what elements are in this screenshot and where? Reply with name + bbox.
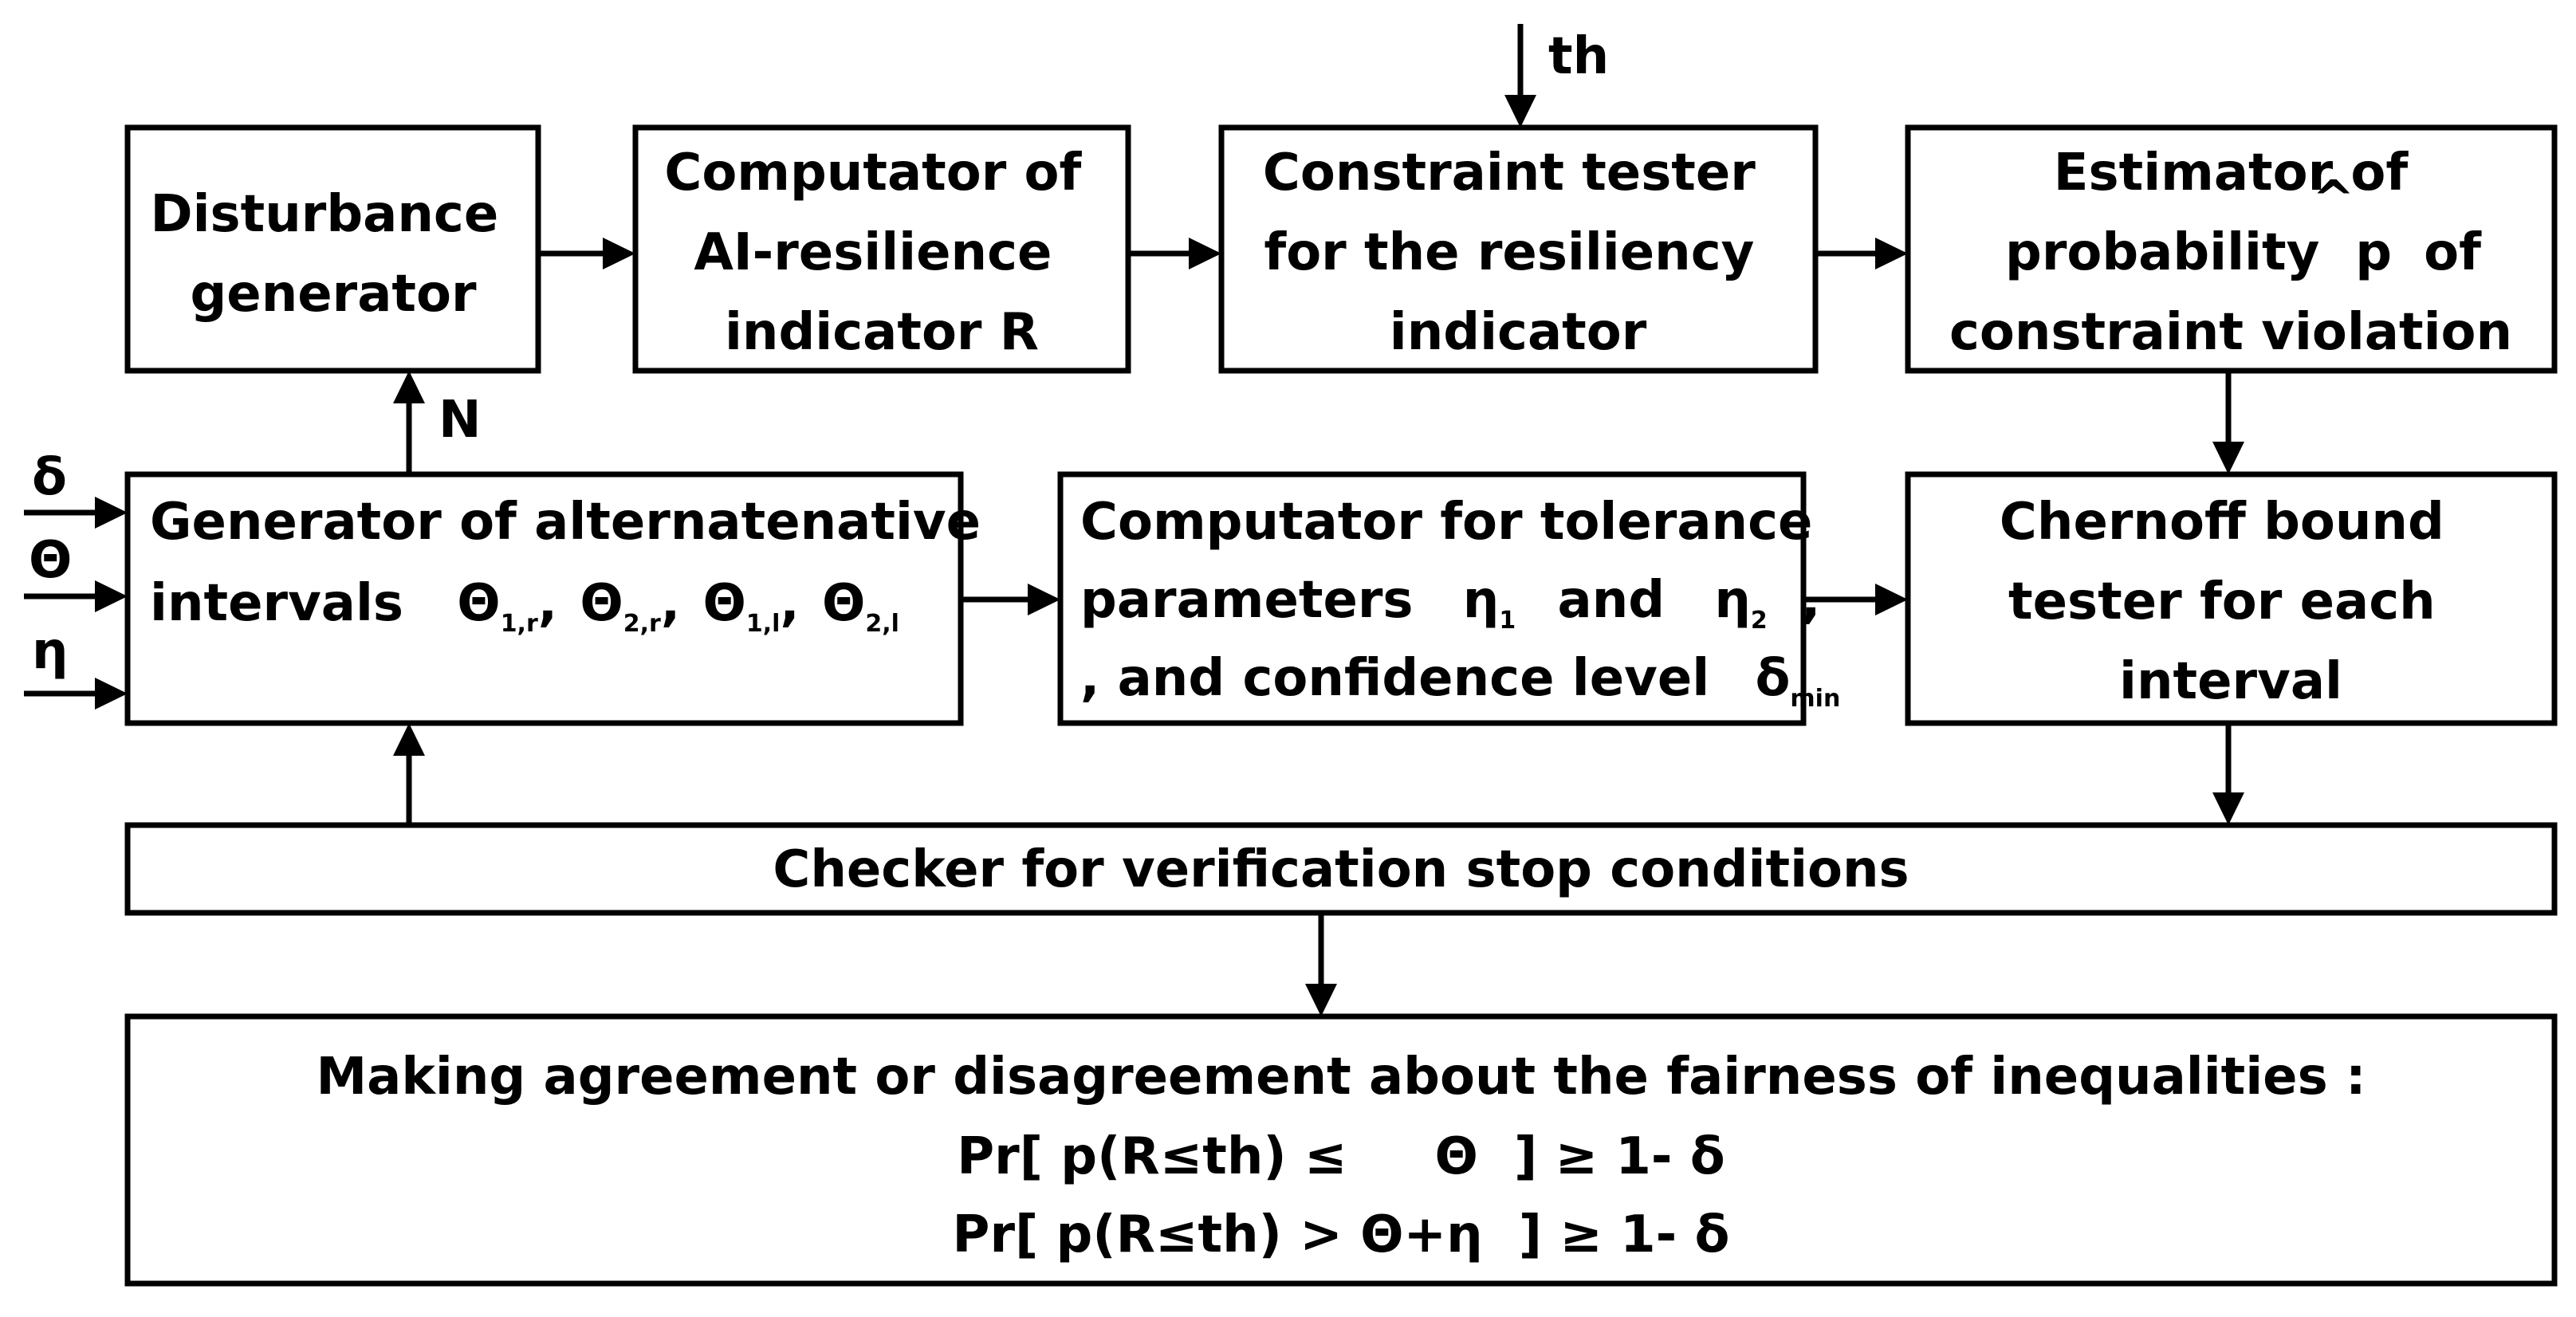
- theta-2l-subscript: 2,l: [865, 610, 899, 638]
- p-hat-symbol: p: [2355, 223, 2392, 282]
- resilience-computator-label: Computator of AI-resilience indicator R: [664, 143, 1099, 362]
- stop-checker-box: [124, 822, 2558, 916]
- eta1-symbol: η: [1463, 571, 1500, 630]
- theta-1l-subscript: 1,l: [746, 610, 781, 638]
- delta-min-symbol: δ: [1755, 649, 1790, 708]
- generator-line-1: Generator of alternatenative: [150, 493, 981, 552]
- block-line: Chernoff bound: [2000, 493, 2444, 552]
- probability-estimator-box: [1905, 124, 2558, 374]
- parameters-word: parameters: [1080, 571, 1414, 630]
- arrowhead: [393, 371, 425, 403]
- arrowhead: [2212, 792, 2244, 825]
- tolerance-computator-label: Computator for tolerance parameters η1 a…: [1080, 493, 1840, 713]
- arrowhead: [95, 580, 128, 612]
- arrowhead: [95, 678, 128, 710]
- interval-separator: ,: [661, 574, 680, 633]
- stop-checker-label: Checker for verification stop conditions: [773, 840, 1909, 899]
- tolerance-comma: ,: [1801, 571, 1820, 630]
- arrowhead: [1875, 584, 1908, 615]
- estimator-word-probability: probability: [2005, 223, 2319, 282]
- constraint-tester-box: [1218, 124, 1819, 374]
- arrowhead: [1504, 95, 1536, 128]
- arrowhead: [2212, 442, 2244, 474]
- eta-input-label: η: [32, 622, 69, 681]
- block-line: interval: [2119, 652, 2342, 711]
- eta2-symbol: η: [1714, 571, 1751, 630]
- chernoff-tester-label: Chernoff bound tester for each interval: [2000, 493, 2462, 711]
- tolerance-computator-box: [1057, 471, 1807, 726]
- block-line: Disturbance: [150, 185, 498, 244]
- delta-min-subscript: min: [1790, 685, 1840, 713]
- tolerance-line-3: , and confidence level δmin: [1080, 649, 1840, 713]
- delta-input-label: δ: [32, 448, 67, 507]
- theta-2l-symbol: Θ: [822, 574, 865, 633]
- interval-separator: ,: [538, 574, 557, 633]
- decision-label: Making agreement or disagreement about t…: [316, 1048, 2366, 1264]
- arrowhead: [1189, 238, 1221, 269]
- theta-input-label: Θ: [29, 531, 72, 590]
- block-line: for the resiliency: [1264, 223, 1754, 282]
- constraint-tester-label: Constraint tester for the resiliency ind…: [1263, 143, 1773, 362]
- arrowhead: [603, 238, 635, 269]
- theta-2r-symbol: Θ: [580, 574, 623, 633]
- decision-box: [124, 1013, 2558, 1287]
- tolerance-line-2: parameters η1 and η2 ,: [1080, 571, 1820, 641]
- p-hat-caret: ^: [2312, 171, 2355, 230]
- block-line: indicator R: [725, 303, 1039, 362]
- theta-1r-subscript: 1,r: [501, 610, 538, 638]
- n-label: N: [439, 391, 482, 450]
- disturbance-generator-label: Disturbance generator: [150, 185, 516, 324]
- block-line: indicator: [1390, 303, 1647, 362]
- interval-separator: ,: [780, 574, 799, 633]
- arrowhead: [1028, 584, 1060, 615]
- intervals-word: intervals: [150, 574, 403, 633]
- estimator-line-1: Estimator of: [2054, 143, 2409, 202]
- theta-2r-subscript: 2,r: [623, 610, 661, 638]
- arrowhead: [95, 497, 128, 529]
- inequality-2-right: ] ≥ 1- δ: [1519, 1205, 1730, 1264]
- inequality-1-left: Pr[ p(R≤th) ≤: [957, 1127, 1347, 1186]
- tolerance-line-1: Computator for tolerance: [1080, 493, 1812, 552]
- estimator-word-of: of: [2424, 223, 2482, 282]
- arrowhead: [1875, 238, 1908, 269]
- resilience-computator-box: [632, 124, 1131, 374]
- interval-generator-box: [124, 471, 964, 726]
- block-line: Constraint tester: [1263, 143, 1756, 202]
- eta1-subscript: 1: [1499, 607, 1516, 635]
- decision-line-2: Pr[ p(R≤th) ≤ Θ ] ≥ 1- δ: [957, 1127, 1725, 1186]
- block-line: AI-resilience: [694, 223, 1052, 282]
- chernoff-tester-box: [1905, 471, 2558, 726]
- interval-generator-label: Generator of alternatenative intervals Θ…: [150, 493, 981, 638]
- block-line: generator: [190, 265, 477, 324]
- eta2-subscript: 2: [1751, 607, 1768, 635]
- decision-line-3: Pr[ p(R≤th) > Θ+η ] ≥ 1- δ: [953, 1205, 1730, 1264]
- threshold-label: th: [1548, 27, 1609, 86]
- confidence-phrase: , and confidence level: [1080, 649, 1709, 708]
- decision-line-1: Making agreement or disagreement about t…: [316, 1048, 2366, 1107]
- arrowhead: [1305, 984, 1337, 1016]
- theta-1l-symbol: Θ: [702, 574, 745, 633]
- block-line: Computator of: [664, 143, 1082, 202]
- estimator-line-3: constraint violation: [1949, 303, 2512, 362]
- block-line: tester for each: [2008, 572, 2436, 631]
- inequality-1-theta: Θ: [1435, 1127, 1478, 1186]
- arrowhead: [393, 723, 425, 756]
- disturbance-generator-box: [124, 124, 541, 374]
- and-word: and: [1558, 571, 1666, 630]
- inequality-2-left: Pr[ p(R≤th) > Θ+η: [953, 1205, 1483, 1264]
- theta-1r-symbol: Θ: [457, 574, 500, 633]
- inequality-1-right: ] ≥ 1- δ: [1514, 1127, 1725, 1186]
- generator-line-2: intervals Θ1,r, Θ2,r, Θ1,l, Θ2,l: [150, 574, 899, 638]
